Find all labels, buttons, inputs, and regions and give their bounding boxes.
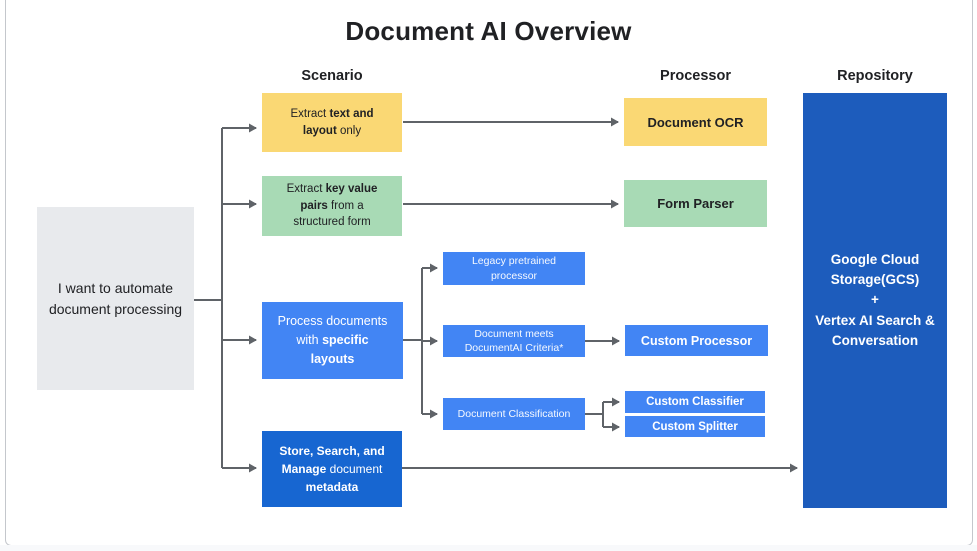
processor-custom-classifier: Custom Classifier — [625, 391, 765, 413]
node-document-meets-criteria-label: Document meets DocumentAI Criteria* — [464, 327, 564, 354]
processor-custom-splitter-label: Custom Splitter — [652, 420, 738, 433]
scenario-store-search-manage: Store, Search, and Manage document metad… — [262, 431, 402, 507]
processor-custom-classifier-label: Custom Classifier — [646, 396, 744, 408]
scenario-extract-text-layout-label: Extract text and layout only — [290, 107, 374, 137]
scenario-store-search-manage-label: Store, Search, and Manage document metad… — [279, 444, 385, 494]
start-node: I want to automate document processing — [37, 207, 194, 390]
processor-custom-splitter: Custom Splitter — [625, 416, 765, 437]
processor-custom-processor-label: Custom Processor — [640, 333, 753, 348]
repository-node: Google Cloud Storage(GCS) + Vertex AI Se… — [803, 93, 947, 508]
page-bottom-strip — [0, 545, 977, 551]
node-document-meets-criteria: Document meets DocumentAI Criteria* — [443, 325, 585, 357]
scenario-process-specific-layouts-label: Process documents with specific layouts — [277, 314, 388, 366]
node-document-classification: Document Classification — [443, 398, 585, 430]
scenario-process-specific-layouts: Process documents with specific layouts — [262, 302, 403, 379]
scenario-extract-key-value: Extract key value pairs from a structure… — [262, 176, 402, 236]
repository-node-label: Google Cloud Storage(GCS) + Vertex AI Se… — [813, 250, 937, 351]
processor-custom-processor: Custom Processor — [625, 325, 768, 356]
processor-document-ocr-label: Document OCR — [647, 114, 744, 130]
column-header-processor: Processor — [660, 68, 731, 84]
repository-line-gcs: Google Cloud Storage(GCS) — [830, 251, 920, 288]
diagram-title: Document AI Overview — [345, 16, 632, 46]
processor-document-ocr: Document OCR — [624, 98, 767, 146]
start-node-label: I want to automate document processing — [48, 279, 183, 317]
repository-line-vertex: Vertex AI Search & Conversation — [815, 312, 935, 348]
repository-line-plus: + — [871, 292, 879, 308]
scenario-extract-key-value-label: Extract key value pairs from a structure… — [286, 182, 378, 229]
column-header-scenario: Scenario — [301, 68, 363, 84]
scenario-extract-text-layout: Extract text and layout only — [262, 93, 402, 152]
processor-form-parser: Form Parser — [624, 180, 767, 227]
processor-form-parser-label: Form Parser — [657, 196, 734, 211]
node-document-classification-label: Document Classification — [457, 407, 571, 420]
column-header-repository: Repository — [837, 68, 913, 84]
node-legacy-pretrained-processor-label: Legacy pretrained processor — [471, 255, 557, 282]
node-legacy-pretrained-processor: Legacy pretrained processor — [443, 252, 585, 285]
